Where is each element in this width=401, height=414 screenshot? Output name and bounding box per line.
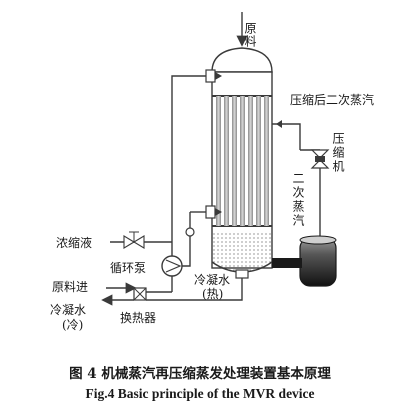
condensate-hot-note: (热) [202, 287, 223, 301]
compressor-label: 压缩机 [331, 132, 345, 174]
top-inlet-line [171, 69, 222, 83]
mid-inlet [185, 205, 222, 250]
condensate-cold-note: (冷) [62, 318, 83, 332]
liquid-pool [212, 232, 272, 272]
caption-en: Fig.4 Basic principle of the MVR device [85, 386, 314, 401]
condensate-hot-line [171, 276, 243, 301]
circulation-pump [161, 250, 191, 277]
compressor [300, 149, 330, 240]
compressed-steam-line [272, 120, 301, 150]
evaporator [211, 47, 273, 279]
secondary-steam-label: 二次蒸汽 [291, 172, 305, 228]
caption-cn: 图 4 机械蒸汽再压缩蒸发处理装置基本原理 [69, 365, 331, 382]
compressed-steam-label: 压缩后二次蒸汽 [290, 92, 374, 107]
condensate-cold-label: 冷凝水 [50, 302, 86, 317]
heat-exchanger [133, 287, 147, 301]
heat-exchanger-label: 换热器 [120, 311, 156, 325]
concentrate-line [110, 231, 172, 249]
condensate-hot-label: 冷凝水 [194, 272, 230, 287]
circulation-pump-label: 循环泵 [110, 261, 146, 275]
heat-exchange-tubes [216, 96, 269, 226]
separator-tank [272, 235, 337, 287]
feed-top-label: 原料 [243, 22, 257, 48]
feed-in-label: 原料进 [52, 280, 88, 294]
concentrate-label: 浓缩液 [56, 235, 92, 250]
